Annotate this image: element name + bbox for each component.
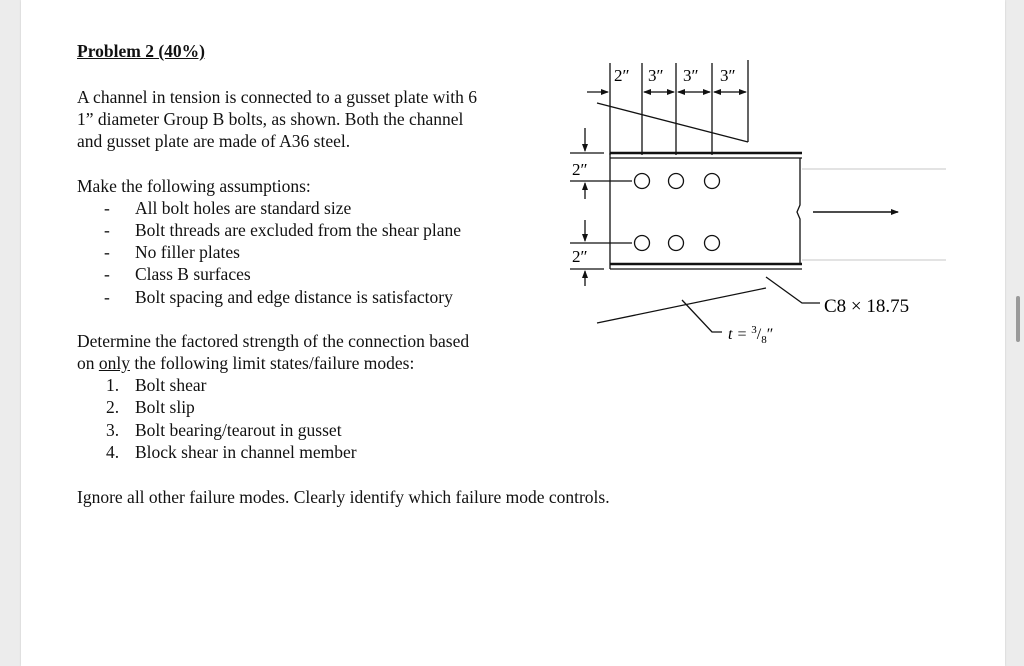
dim-label: 2″: [614, 66, 630, 85]
document-page: [21, 0, 1005, 666]
bolt-hole: [667, 234, 685, 252]
assumption-item: Class B surfaces: [135, 264, 251, 284]
bolt-hole: [703, 172, 721, 190]
assumption-item: Bolt threads are excluded from the shear…: [135, 220, 462, 240]
bullet-dash: -: [104, 220, 110, 240]
determine-line-1: Determine the factored strength of the c…: [77, 331, 470, 351]
thickness-denominator: 8: [761, 334, 767, 346]
bolt-hole: [633, 234, 651, 252]
dim-label: 2″: [572, 247, 588, 266]
gusset-edge-bottom: [596, 287, 767, 324]
determine-pre: on: [77, 353, 99, 373]
intro-line-3: and gusset plate are made of A36 steel.: [77, 131, 351, 151]
assumptions-heading: Make the following assumptions:: [77, 176, 311, 196]
bullet-dash: -: [104, 242, 110, 262]
limit-state-number: 4.: [106, 442, 120, 462]
thickness-label-leader: [681, 299, 722, 333]
limit-state-label: Bolt bearing/tearout in gusset: [135, 420, 342, 440]
bullet-dash: -: [104, 264, 110, 284]
limit-state-label: Bolt slip: [135, 397, 195, 417]
thickness-numerator: 3: [751, 324, 757, 336]
determine-line-2: on only the following limit states/failu…: [77, 352, 414, 374]
scrollbar-thumb[interactable]: [1016, 296, 1020, 342]
limit-state-number: 1.: [106, 375, 120, 395]
limit-state-number: 3.: [106, 420, 120, 440]
problem-title: Problem 2 (40%): [77, 41, 205, 61]
intro-line-2: 1” diameter Group B bolts, as shown. Bot…: [77, 109, 464, 129]
bullet-dash: -: [104, 287, 110, 307]
assumption-item: Bolt spacing and edge distance is satisf…: [135, 287, 453, 307]
dim-label: 2″: [572, 160, 588, 179]
thickness-prefix: t =: [728, 326, 751, 343]
limit-state-label: Bolt shear: [135, 375, 207, 395]
intro-line-1: A channel in tension is connected to a g…: [77, 87, 477, 107]
dim-label: 3″: [720, 66, 736, 85]
bolt-hole: [667, 172, 685, 190]
determine-post: the following limit states/failure modes…: [130, 353, 415, 373]
limit-state-number: 2.: [106, 397, 120, 417]
section-label-leader: [765, 276, 820, 304]
bolt-hole: [633, 172, 651, 190]
bolt-hole: [703, 234, 721, 252]
assumption-item: All bolt holes are standard size: [135, 198, 352, 218]
channel-break-line: [796, 158, 801, 264]
gusset-edge-top: [596, 102, 749, 143]
bullet-dash: -: [104, 198, 110, 218]
closing-instruction: Ignore all other failure modes. Clearly …: [77, 487, 610, 507]
section-label: C8 × 18.75: [824, 296, 909, 317]
limit-state-label: Block shear in channel member: [135, 442, 357, 462]
thickness-label: t = 3/8″: [728, 324, 773, 346]
dim-label: 3″: [648, 66, 664, 85]
assumption-item: No filler plates: [135, 242, 240, 262]
dim-label: 3″: [683, 66, 699, 85]
determine-only-underlined: only: [98, 353, 130, 373]
thickness-suffix: ″: [767, 326, 774, 343]
